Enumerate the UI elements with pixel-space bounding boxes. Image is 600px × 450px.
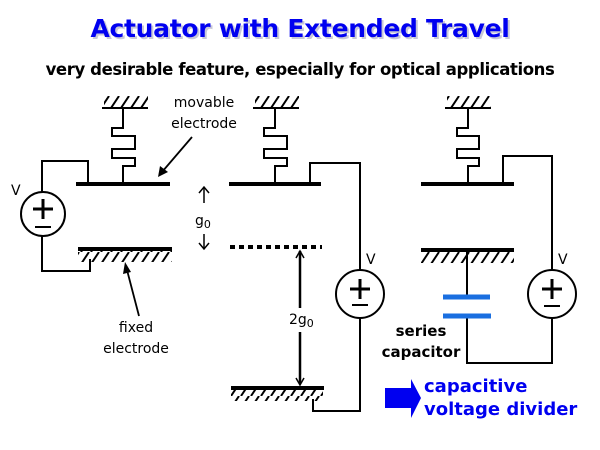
series-capacitor-label: series bbox=[396, 322, 447, 340]
fixed-electrode bbox=[78, 247, 172, 262]
conclusion-text: voltage divider bbox=[424, 399, 577, 420]
voltage-source bbox=[20, 191, 66, 237]
slide-title: Actuator with Extended Travel bbox=[90, 14, 510, 43]
spring-anchor bbox=[445, 96, 491, 109]
spring-anchor bbox=[102, 96, 148, 109]
spring bbox=[111, 108, 136, 183]
wire bbox=[41, 160, 89, 192]
slide-subtitle: very desirable feature, especially for o… bbox=[45, 60, 555, 79]
fixed-electrode bbox=[231, 386, 324, 401]
series-capacitor-label: capacitor bbox=[382, 343, 461, 361]
travel-label: 2g0 bbox=[289, 312, 314, 330]
movable-electrode-label: movable bbox=[174, 95, 234, 111]
spring-anchor bbox=[253, 96, 299, 109]
conclusion-text: capacitive bbox=[424, 376, 527, 397]
pointer-arrow bbox=[158, 136, 193, 177]
wire bbox=[502, 155, 553, 270]
panel-basic-actuator: V movable electrode fixed electrode g0 bbox=[11, 95, 237, 357]
wire bbox=[466, 316, 553, 364]
gap-dimension bbox=[198, 185, 210, 251]
right-arrow-icon bbox=[385, 379, 421, 418]
gap-label: g0 bbox=[195, 213, 211, 231]
spring bbox=[263, 108, 288, 183]
panel-extended-gap: V 2g0 bbox=[229, 96, 385, 412]
voltage-label: V bbox=[558, 252, 568, 268]
pointer-arrow bbox=[123, 262, 140, 317]
wire bbox=[41, 236, 91, 272]
voltage-label: V bbox=[366, 252, 376, 268]
fixed-electrode-label: electrode bbox=[103, 341, 169, 357]
series-capacitor bbox=[443, 294, 491, 319]
spring bbox=[456, 108, 480, 183]
voltage-source bbox=[527, 269, 577, 319]
panel-series-capacitor: V series capacitor capacitive voltage di… bbox=[382, 96, 577, 420]
voltage-source bbox=[335, 269, 385, 319]
wire bbox=[312, 318, 361, 412]
wire bbox=[309, 162, 361, 270]
voltage-label: V bbox=[11, 183, 21, 199]
fixed-electrode-label: fixed bbox=[119, 320, 153, 336]
travel-dimension bbox=[288, 249, 324, 387]
movable-electrode-label: electrode bbox=[171, 116, 237, 132]
